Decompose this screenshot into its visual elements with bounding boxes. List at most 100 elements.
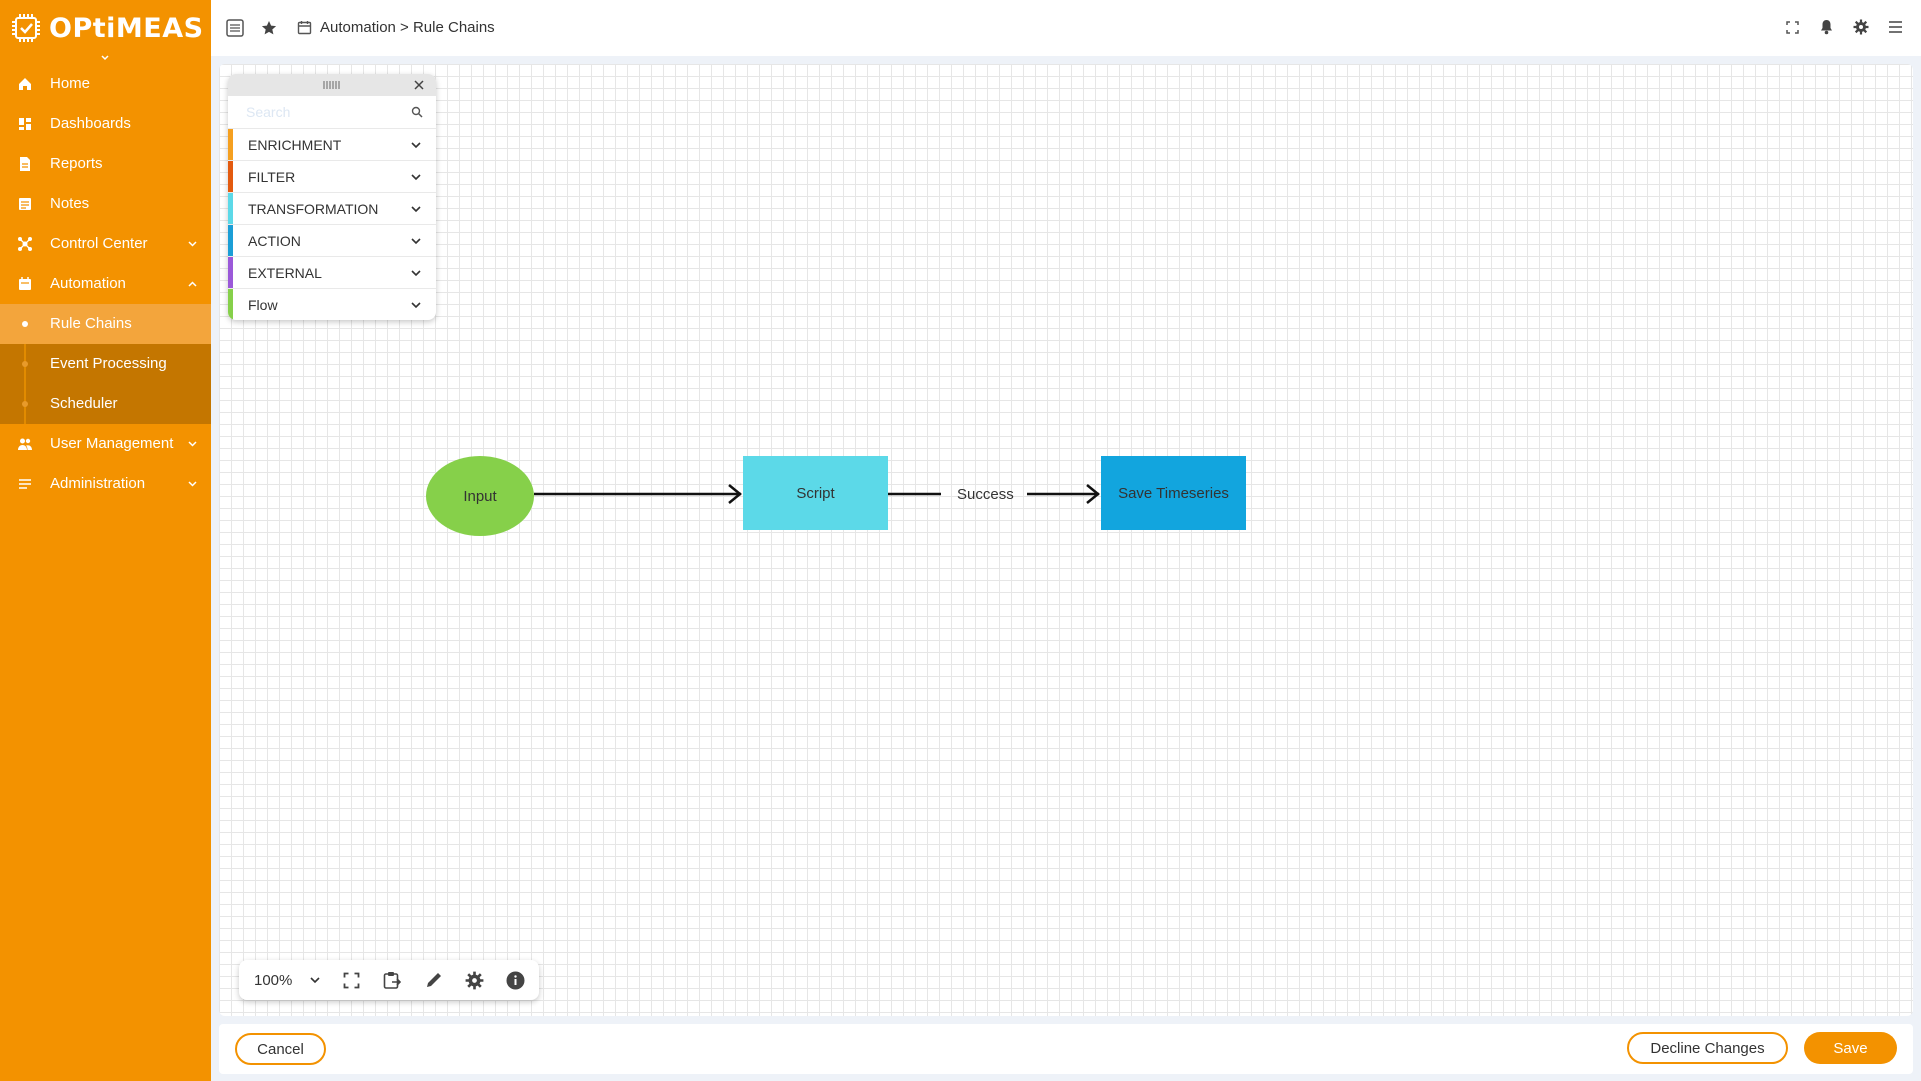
category-label: TRANSFORMATION [248,201,379,217]
chevron-down-icon[interactable] [99,54,111,62]
node-label: Save Timeseries [1118,484,1229,502]
category-color-bar [228,193,233,225]
sidebar-item-label: Event Processing [50,355,167,372]
calendar-icon [19,277,31,290]
node-label: Input [463,487,497,505]
sidebar-item-label: User Management [50,435,174,452]
palette-search-input[interactable] [246,102,396,122]
sidebar-item-administration[interactable]: Administration [0,464,211,504]
sidebar-item-notes[interactable]: Notes [0,184,211,224]
decline-changes-button[interactable]: Decline Changes [1627,1032,1788,1064]
settings-icon[interactable] [465,971,484,990]
sidebar-item-label: Automation [50,275,126,292]
chevron-down-icon [411,142,421,149]
node-label: Script [796,484,835,502]
list-icon [19,479,31,489]
zoom-level-select[interactable]: 100% [254,972,293,989]
action-bar: Cancel Decline Changes Save [219,1024,1913,1074]
menu-toggle-icon[interactable] [226,19,244,37]
category-label: ENRICHMENT [248,137,342,153]
chevron-down-icon [411,174,421,181]
submenu-dot [22,401,28,407]
brand-logo[interactable]: OPtiMEAS [8,10,208,46]
chevron-down-icon [411,302,421,309]
close-icon[interactable] [413,79,425,91]
chevron-down-icon [411,206,421,213]
gear-icon[interactable] [1853,19,1869,35]
topbar: Automation > Rule Chains [211,0,1921,56]
sidebar-item-scheduler[interactable]: Scheduler [0,384,211,424]
drag-handle-icon[interactable] [322,81,342,89]
chevron-down-icon [188,441,197,447]
fullscreen-icon[interactable] [1786,21,1799,34]
arrow-head-icon [1086,484,1100,504]
note-icon [19,198,31,210]
calendar-icon [297,21,312,35]
report-icon [20,157,30,171]
bell-icon[interactable] [1819,19,1834,35]
edit-icon[interactable] [425,971,443,989]
palette-category-external[interactable]: EXTERNAL [228,256,436,289]
sidebar-item-control-center[interactable]: Control Center [0,224,211,264]
palette-category-flow[interactable]: Flow [228,288,436,320]
sidebar-item-rule-chains[interactable]: Rule Chains [0,304,211,344]
users-icon [18,438,32,450]
hamburger-icon[interactable] [1888,20,1903,34]
brand-name: OPtiMEAS [49,12,204,44]
node-palette: ENRICHMENT FILTER TRANSFORMATION ACTION … [228,74,436,320]
category-label: FILTER [248,169,296,185]
edge-label-success[interactable]: Success [957,486,1014,503]
submenu-dot [22,321,28,327]
category-color-bar [228,225,233,257]
sidebar-item-label: Reports [50,155,103,172]
palette-category-enrichment[interactable]: ENRICHMENT [228,128,436,161]
sidebar-item-label: Home [50,75,91,92]
sidebar-item-reports[interactable]: Reports [0,144,211,184]
dashboard-icon [19,118,31,130]
rule-chain-canvas[interactable]: Success Input Script Save Timeseries ENR… [219,64,1913,1016]
category-label: ACTION [248,233,301,249]
search-icon[interactable] [411,106,423,118]
star-icon[interactable] [261,20,277,36]
palette-drag-header[interactable] [228,74,436,96]
sidebar-item-label: Scheduler [50,395,118,412]
category-color-bar [228,257,233,289]
sidebar: OPtiMEAS Home Dashboards Reports Notes C… [0,0,211,1081]
save-button[interactable]: Save [1804,1032,1897,1064]
info-icon[interactable] [506,971,525,990]
sidebar-item-label: Control Center [50,235,148,252]
sidebar-item-user-management[interactable]: User Management [0,424,211,464]
edge-layer [534,484,1100,504]
node-save-timeseries[interactable]: Save Timeseries [1101,456,1246,530]
sidebar-item-home[interactable]: Home [0,64,211,104]
sidebar-item-dashboards[interactable]: Dashboards [0,104,211,144]
arrow-head-icon [728,484,742,504]
paste-icon[interactable] [383,971,401,990]
chevron-down-icon[interactable] [309,976,321,984]
sidebar-item-automation[interactable]: Automation [0,264,211,304]
sidebar-item-label: Administration [50,475,146,492]
chip-logo-icon [12,14,40,42]
breadcrumb: Automation > Rule Chains [320,19,495,36]
chevron-down-icon [188,241,197,247]
chevron-down-icon [188,481,197,487]
sidebar-item-event-processing[interactable]: Event Processing [0,344,211,384]
cancel-button[interactable]: Cancel [235,1033,326,1065]
category-label: EXTERNAL [248,265,322,281]
fullscreen-icon[interactable] [343,972,360,989]
chevron-up-icon [188,281,197,287]
node-input[interactable]: Input [426,456,534,536]
control-center-icon [18,237,32,251]
category-color-bar [228,289,233,320]
category-label: Flow [248,297,278,313]
chevron-down-icon [411,238,421,245]
chevron-down-icon [411,270,421,277]
palette-category-action[interactable]: ACTION [228,224,436,257]
category-color-bar [228,129,233,161]
sidebar-item-label: Notes [50,195,90,212]
palette-category-filter[interactable]: FILTER [228,160,436,193]
palette-category-transformation[interactable]: TRANSFORMATION [228,192,436,225]
node-script[interactable]: Script [743,456,888,530]
sidebar-item-label: Rule Chains [50,315,132,332]
submenu-dot [22,361,28,367]
